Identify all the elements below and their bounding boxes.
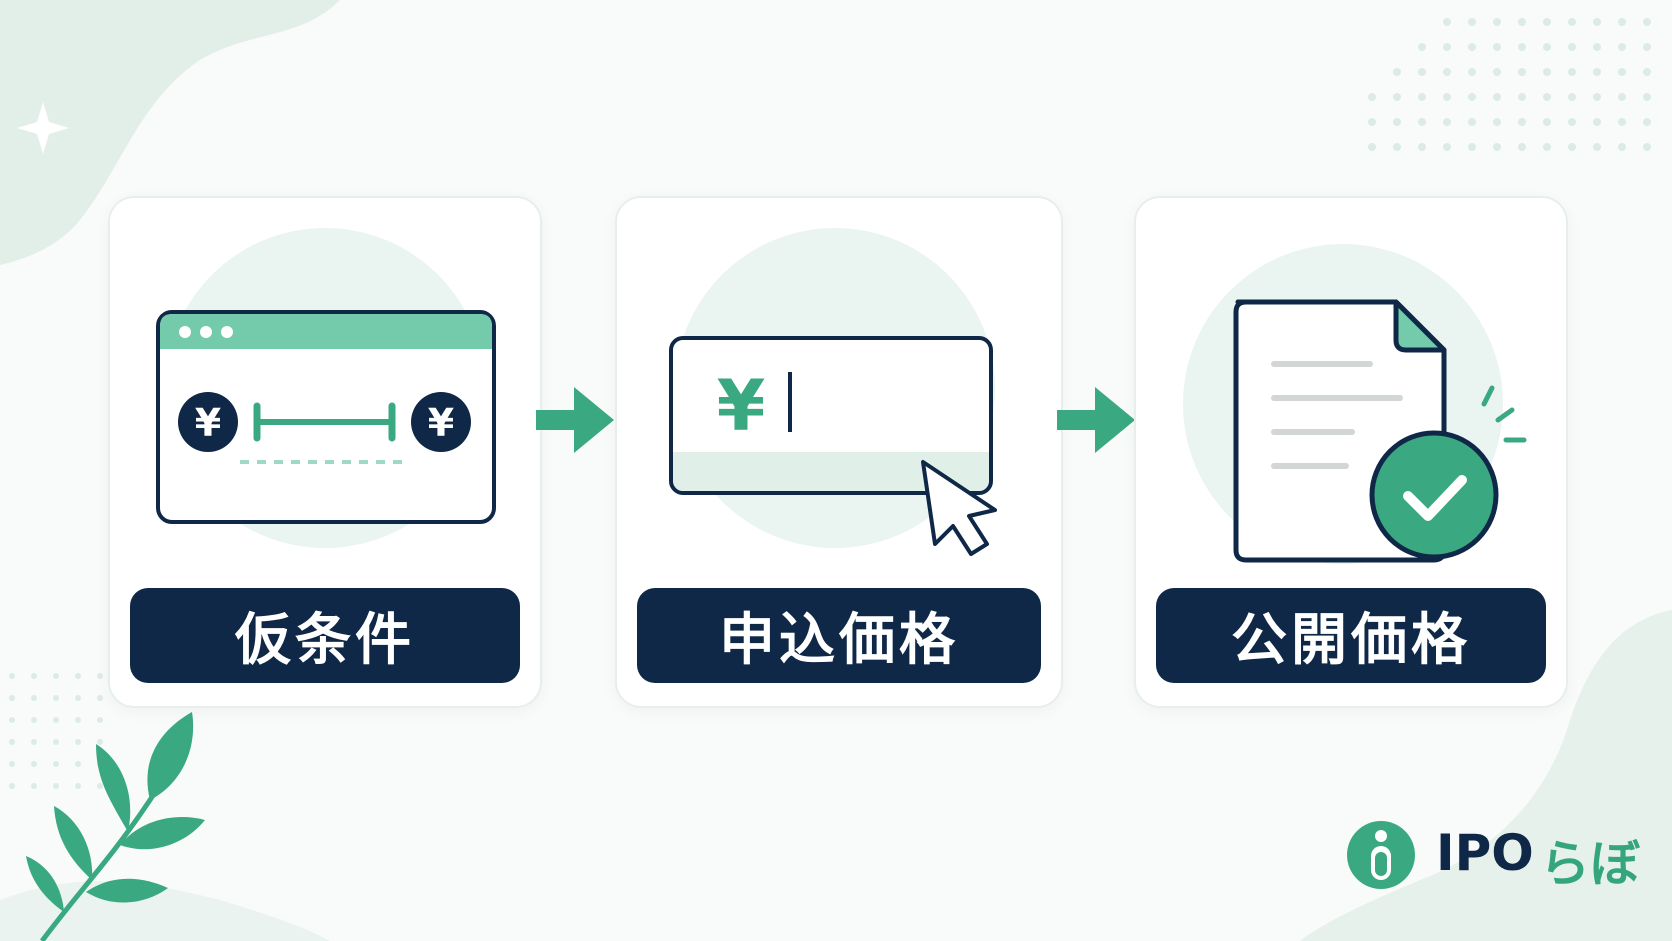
step-card-public-offering-price: 公開価格	[1134, 196, 1568, 708]
svg-text:¥: ¥	[428, 401, 454, 445]
step-label: 公開価格	[1156, 588, 1546, 683]
dot-pattern	[9, 673, 103, 789]
brand-logo: IPO らぼ	[1344, 818, 1644, 894]
step-label: 仮条件	[130, 588, 520, 683]
dot-pattern	[1368, 18, 1651, 151]
brand-name-latin: IPO	[1436, 824, 1534, 882]
price-range-window-icon: ¥ ¥	[156, 228, 496, 548]
approved-document-icon	[1183, 244, 1527, 564]
price-input-box-icon: ¥	[669, 228, 997, 556]
arrow-right-icon	[1057, 387, 1135, 453]
svg-text:¥: ¥	[195, 401, 221, 445]
svg-text:¥: ¥	[717, 365, 766, 447]
step-card-application-price: ¥ 申込価格	[615, 196, 1063, 708]
arrow-right-icon	[536, 387, 614, 453]
step-card-provisional-conditions: ¥ ¥ 仮条件	[108, 196, 542, 708]
leaf-decoration-icon	[26, 712, 205, 941]
step-label: 申込価格	[637, 588, 1041, 683]
brand-name-kana: らぼ	[1540, 835, 1640, 893]
test-tube-logo-icon	[1347, 821, 1415, 889]
sparkle-icon	[17, 102, 69, 154]
